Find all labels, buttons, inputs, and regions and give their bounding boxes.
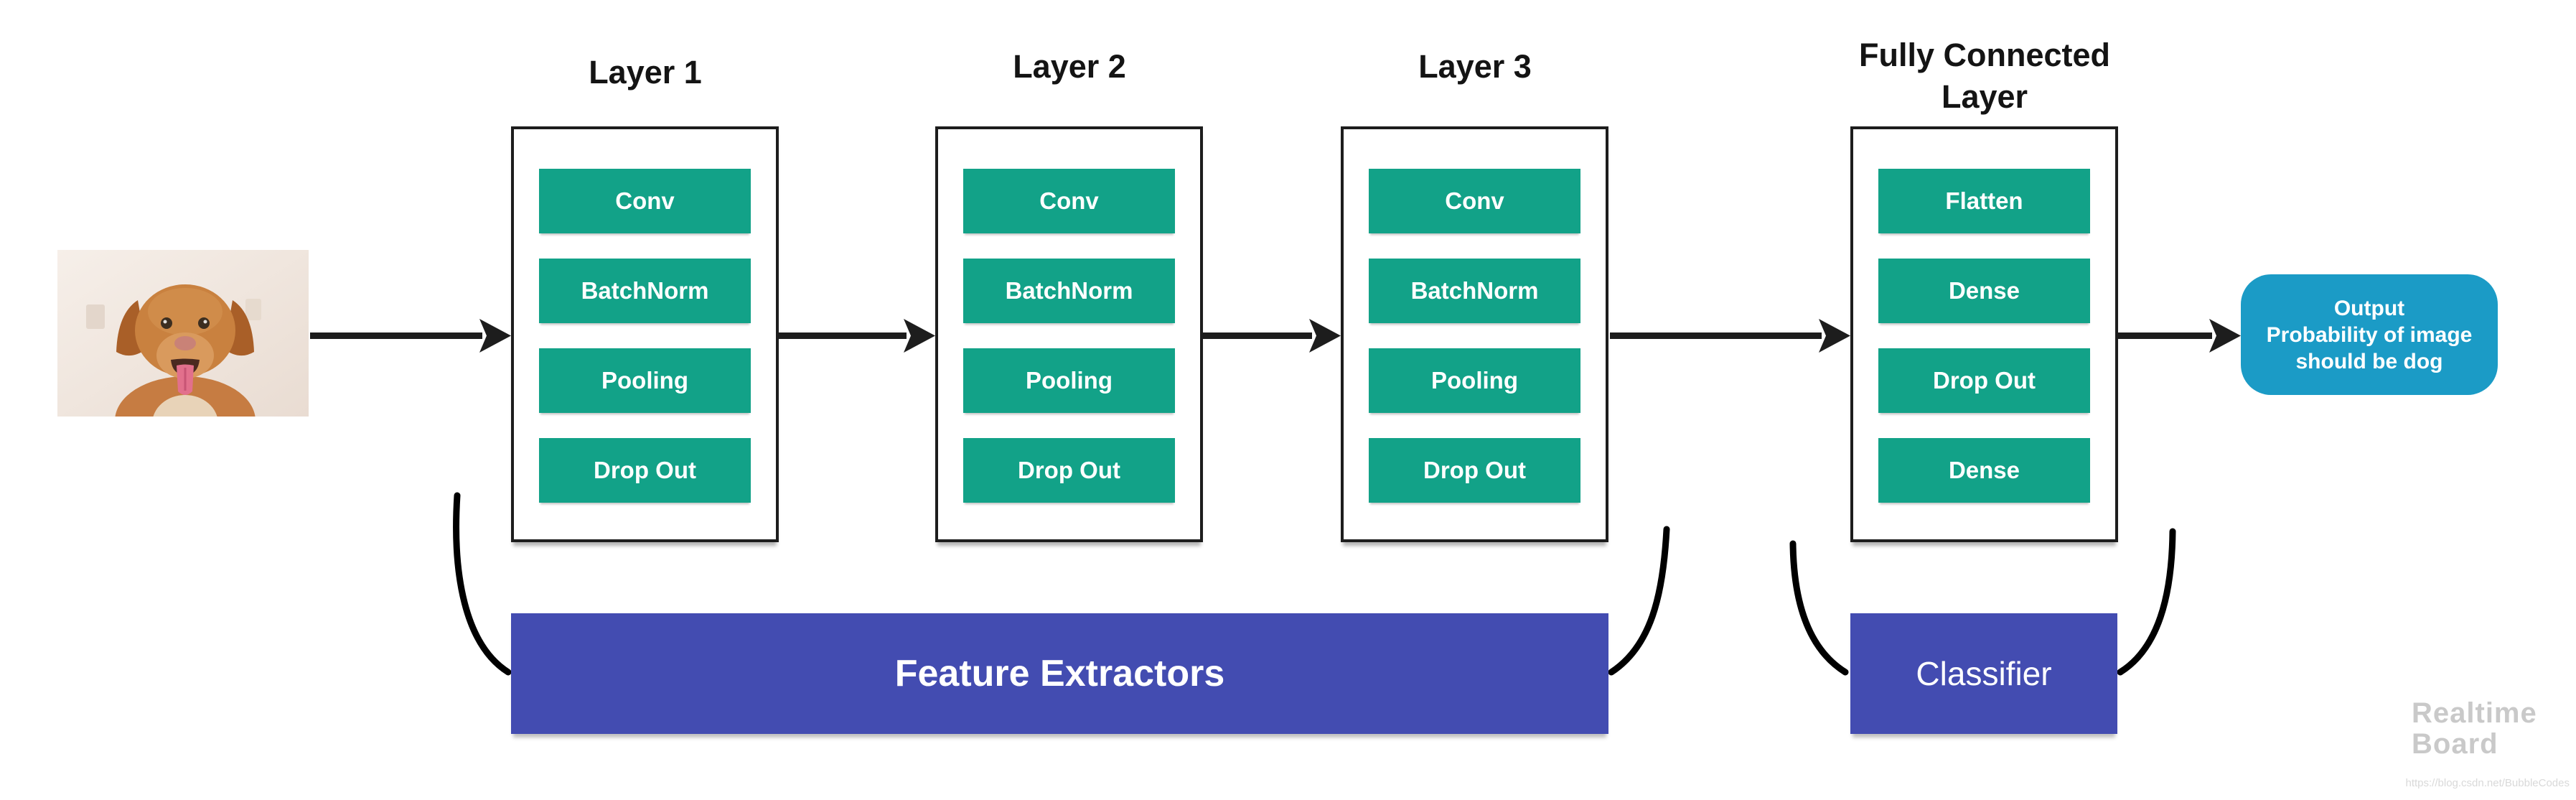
layer3-pooling-pill: Pooling (1369, 348, 1580, 413)
fc-dense1-pill: Dense (1878, 259, 2090, 323)
layer3-batchnorm-pill: BatchNorm (1369, 259, 1580, 323)
output-bubble: Output Probability of image should be do… (2241, 274, 2498, 395)
dog-photo-illustration (57, 250, 309, 465)
layer1-title: Layer 1 (589, 54, 702, 90)
feature-extractors-bar: Feature Extractors (511, 613, 1608, 734)
layer2-dropout-pill: Drop Out (963, 438, 1175, 503)
arrow-layer1-to-layer2 (779, 319, 935, 353)
watermark-line-1: Realtime (2412, 697, 2537, 729)
arrow-layer2-to-layer3 (1203, 319, 1341, 353)
watermark-url: https://blog.csdn.net/BubbleCodes (2405, 777, 2570, 789)
layer2-title: Layer 2 (1013, 48, 1126, 85)
layer1-box: Conv BatchNorm Pooling Drop Out (511, 126, 779, 542)
layer2-batchnorm-pill: BatchNorm (963, 259, 1175, 323)
fc-dense2-pill: Dense (1878, 438, 2090, 503)
arrow-layer3-to-fc (1610, 319, 1850, 353)
layer1-conv-pill: Conv (539, 169, 751, 233)
output-line-1: Output (2333, 296, 2405, 320)
fully-connected-title: Fully Connected Layer (1858, 37, 2111, 115)
layer1-pooling-pill: Pooling (539, 348, 751, 413)
layer3-dropout-pill: Drop Out (1369, 438, 1580, 503)
arrow-input-to-layer1 (310, 319, 511, 353)
layer1-batchnorm-pill: BatchNorm (539, 259, 751, 323)
arrow-fc-to-output (2117, 319, 2241, 353)
layer2-pooling-pill: Pooling (963, 348, 1175, 413)
fc-flatten-pill: Flatten (1878, 169, 2090, 233)
layer1-dropout-pill: Drop Out (539, 438, 751, 503)
layer3-conv-pill: Conv (1369, 169, 1580, 233)
feature-extractors-left-bracket (453, 492, 512, 676)
realtime-board-watermark: Realtime Board (2412, 698, 2537, 760)
output-line-3: should be dog (2295, 349, 2443, 373)
layer3-box: Conv BatchNorm Pooling Drop Out (1341, 126, 1608, 542)
fully-connected-box: Flatten Dense Drop Out Dense (1850, 126, 2118, 542)
watermark-line-2: Board (2412, 728, 2498, 760)
classifier-bar: Classifier (1850, 613, 2117, 734)
classifier-left-bracket (1789, 540, 1849, 676)
layer2-conv-pill: Conv (963, 169, 1175, 233)
dog-photo (57, 250, 309, 465)
output-line-2: Probability of image (2266, 322, 2473, 347)
fc-dropout-pill: Drop Out (1878, 348, 2090, 413)
feature-extractors-right-bracket (1608, 526, 1670, 676)
layer3-title: Layer 3 (1418, 48, 1532, 85)
layer2-box: Conv BatchNorm Pooling Drop Out (935, 126, 1203, 542)
classifier-right-bracket (2117, 528, 2176, 676)
